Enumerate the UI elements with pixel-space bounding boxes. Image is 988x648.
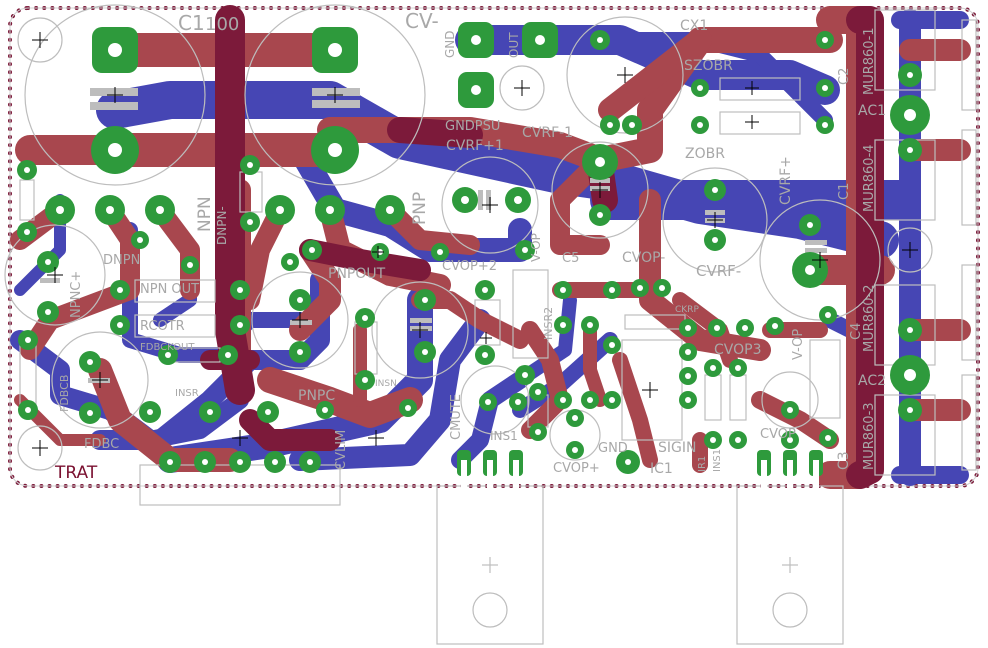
label-cv-minus: CV- <box>405 9 439 33</box>
label-ac1: AC1 <box>858 103 886 119</box>
label-v-op-top: V-OP <box>529 233 543 262</box>
label-cvrf-minus: CVRF- <box>696 262 741 280</box>
label-cvop: CVOP3 <box>714 342 761 358</box>
label-sigin: SIGIN <box>658 440 696 456</box>
pads <box>17 22 930 496</box>
label-pnpc: PNPC <box>298 388 335 404</box>
label-ckrp: CKRP <box>675 305 699 315</box>
label-fdbc: FDBC <box>84 437 119 452</box>
label-cvop-minus: CVOP- <box>622 250 665 266</box>
label-zobr: ZOBR <box>685 146 725 162</box>
label-c3: C3 <box>836 451 852 470</box>
label-gnd-bottom: GND <box>598 441 628 456</box>
label-v-op: V-OP <box>791 329 806 360</box>
label-ins1-v: INS1 <box>712 449 723 472</box>
label-mur3: MUR860-3 <box>862 402 877 470</box>
label-npn: NPN <box>195 196 215 232</box>
label-fdbcb: FDBCB <box>58 375 71 412</box>
label-npnout: NPN OUT <box>140 282 199 297</box>
label-cx1: CX1 <box>680 18 708 34</box>
label-ic1: IC1 <box>650 461 673 477</box>
label-gndpsu: GNDPSU <box>445 119 500 134</box>
label-mur4: MUR860-4 <box>862 144 877 212</box>
label-insr2: INSR2 <box>542 307 555 340</box>
label-ins1: INS1 <box>490 429 518 443</box>
label-fdbckout: FDBCKOUT <box>140 342 195 353</box>
label-c4: C4 <box>849 323 864 340</box>
label-cvlim: CVLIM <box>334 430 349 470</box>
silk-labels: C1 100 CV- GND OUT GNDPSU CVRF-1 CVRF+1 … <box>54 9 886 483</box>
label-cvop-p2: CVOP+2 <box>442 259 497 274</box>
to220-legs <box>457 450 823 496</box>
label-ir1: IR1 <box>697 456 708 472</box>
label-gnd: GND <box>443 30 457 58</box>
large-pads <box>91 27 930 395</box>
label-insn: INSN <box>375 379 397 389</box>
label-c1-right: C1 <box>837 183 852 200</box>
board-title: TRAT <box>54 463 98 483</box>
label-cvrf-p1: CVRF+1 <box>446 138 504 154</box>
label-ac2: AC2 <box>858 373 886 389</box>
label-pnpout: PNPOUT <box>328 266 386 282</box>
label-100: 100 <box>205 14 239 35</box>
label-insr: INSR <box>175 388 199 399</box>
medium-pads <box>37 30 922 424</box>
label-cmute: CMUTE <box>449 394 464 440</box>
label-cvrf-plus: CVRF+ <box>778 156 794 205</box>
label-npnc-plus: NPNC+ <box>69 271 84 318</box>
label-cvop-plus: CVOP+ <box>553 461 600 476</box>
small-pads <box>17 31 837 474</box>
label-dnpn: DNPN <box>103 253 140 268</box>
label-rcotr: RCOTR <box>140 319 185 334</box>
label-mur2: MUR860-2 <box>862 284 877 352</box>
label-out: OUT <box>507 32 521 58</box>
label-cvrf-m1: CVRF-1 <box>522 125 573 141</box>
label-c1-top: C1 <box>178 11 205 35</box>
label-c5: C5 <box>562 251 579 266</box>
label-c2: C2 <box>837 68 852 85</box>
label-szobr: SZOBR <box>684 58 733 74</box>
label-pnp: PNP <box>410 192 430 225</box>
label-cvop3: CVOP <box>760 427 796 442</box>
label-mur1: MUR860-1 <box>862 27 877 95</box>
crosshairs <box>32 32 918 456</box>
header-pads <box>458 22 558 108</box>
label-dnpn-m: DNPN- <box>215 206 229 245</box>
